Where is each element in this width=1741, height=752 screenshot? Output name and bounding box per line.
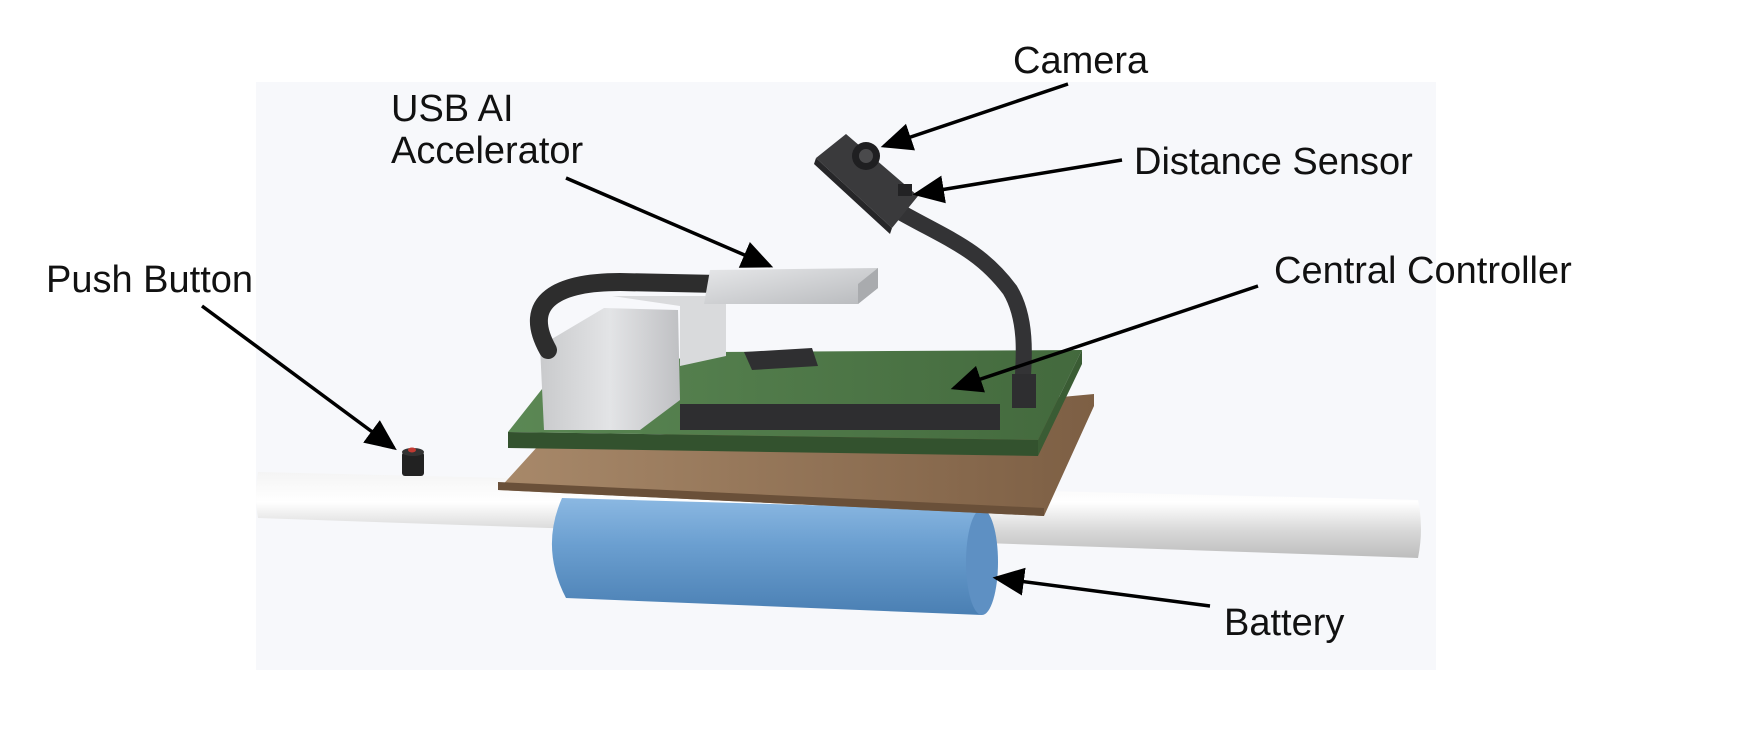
label-push-button: Push Button — [46, 259, 254, 301]
usb-accelerator — [704, 268, 878, 304]
label-camera: Camera — [1013, 40, 1149, 82]
usb-port-blocks — [540, 296, 726, 430]
arrow-central-controller — [950, 284, 1259, 393]
label-usb-ai-line2: Accelerator — [391, 130, 584, 172]
chip — [744, 348, 818, 370]
label-battery: Battery — [1224, 602, 1345, 644]
arrow-push-button — [200, 304, 397, 451]
battery-part — [551, 498, 998, 615]
usb-cable — [529, 272, 729, 359]
label-central-controller: Central Controller — [1274, 250, 1572, 292]
label-distance-sensor: Distance Sensor — [1134, 141, 1413, 183]
push-button-part — [402, 447, 424, 476]
label-usb-ai-line1: USB AI — [391, 88, 514, 130]
camera-connector — [1012, 374, 1036, 408]
arrow-distance-sensor — [912, 158, 1123, 204]
arrow-camera — [880, 82, 1069, 151]
arrow-usb-accelerator — [565, 176, 774, 268]
camera-module — [814, 134, 918, 234]
camera-cable — [892, 204, 1032, 398]
header-long — [680, 404, 1000, 430]
arrow-battery — [992, 567, 1211, 608]
